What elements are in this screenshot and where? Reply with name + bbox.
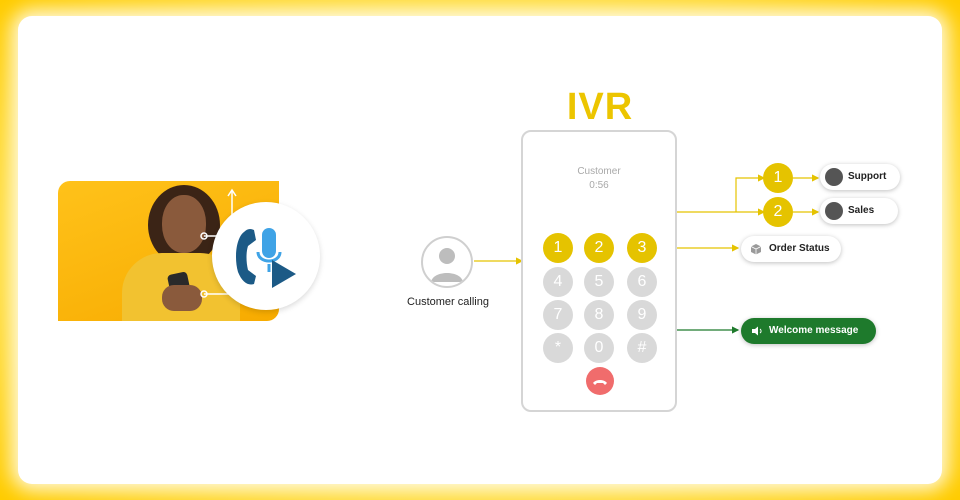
keypad-key[interactable]: 5 [584,267,614,297]
hands-shape [162,285,202,311]
face-shape [162,195,206,253]
keypad-key[interactable]: 6 [627,267,657,297]
ivr-logo-circle [212,202,320,310]
keypad-key[interactable]: 2 [584,233,614,263]
welcome-message-label: Welcome message [769,325,859,336]
caller-label: Customer calling [407,296,489,308]
sales-label: Sales [848,205,875,216]
menu-option-1: 1 [763,163,793,193]
call-contact-name: Customer [577,166,621,177]
menu-option-2: 2 [763,197,793,227]
menu1-line [735,174,766,212]
keypad-key[interactable]: 3 [627,233,657,263]
order-status-pill: Order Status [741,236,841,262]
keypad-key[interactable]: 4 [543,267,573,297]
package-icon [750,244,762,255]
diagram-title: IVR [566,86,634,128]
keypad-key[interactable]: # [627,333,657,363]
welcome-message-pill: Welcome message [741,318,876,344]
keypad-key[interactable]: 7 [543,300,573,330]
sales-pill: Sales [820,198,898,224]
sales-agent-avatar [825,202,843,220]
keypad-key[interactable]: 1 [543,233,573,263]
keypad-key[interactable]: 8 [584,300,614,330]
keypad-key[interactable]: * [543,333,573,363]
support-pill: Support [820,164,900,190]
phone-mic-play-icon [236,228,296,288]
caller-avatar [421,236,473,288]
support-label: Support [848,171,887,182]
speaker-icon [752,326,762,336]
keypad-key[interactable]: 9 [627,300,657,330]
keypad-key[interactable]: 0 [584,333,614,363]
phone-hangup-icon [593,380,607,385]
call-duration: 0:56 [589,180,609,191]
end-call-button[interactable] [586,367,614,395]
support-agent-avatar [825,168,843,186]
order-status-label: Order Status [769,243,830,254]
user-avatar-icon [431,248,463,282]
